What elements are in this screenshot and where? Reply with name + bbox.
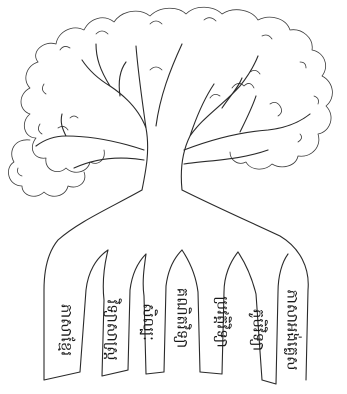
root-label-4: គណិតវិទ្យា xyxy=(174,288,193,349)
root-label-7: ភាសាអង់គ្លេស xyxy=(284,290,303,371)
root-labels: ភាសាខ្មែរ វិទ្យាសាស្ត្រ សិល្បៈ គណិតវិទ្យ… xyxy=(58,288,303,371)
root-label-3: សិល្បៈ xyxy=(140,303,159,341)
root-label-2: វិទ្យាសាស្ត្រ xyxy=(104,298,123,360)
root-label-5: ប្រវត្តិវិទ្យា xyxy=(214,296,233,348)
root-label-1: ភាសាខ្មែរ xyxy=(58,304,76,356)
root-label-6: ភូមិវិទ្យា xyxy=(249,309,269,351)
tree-canopy xyxy=(8,7,332,196)
